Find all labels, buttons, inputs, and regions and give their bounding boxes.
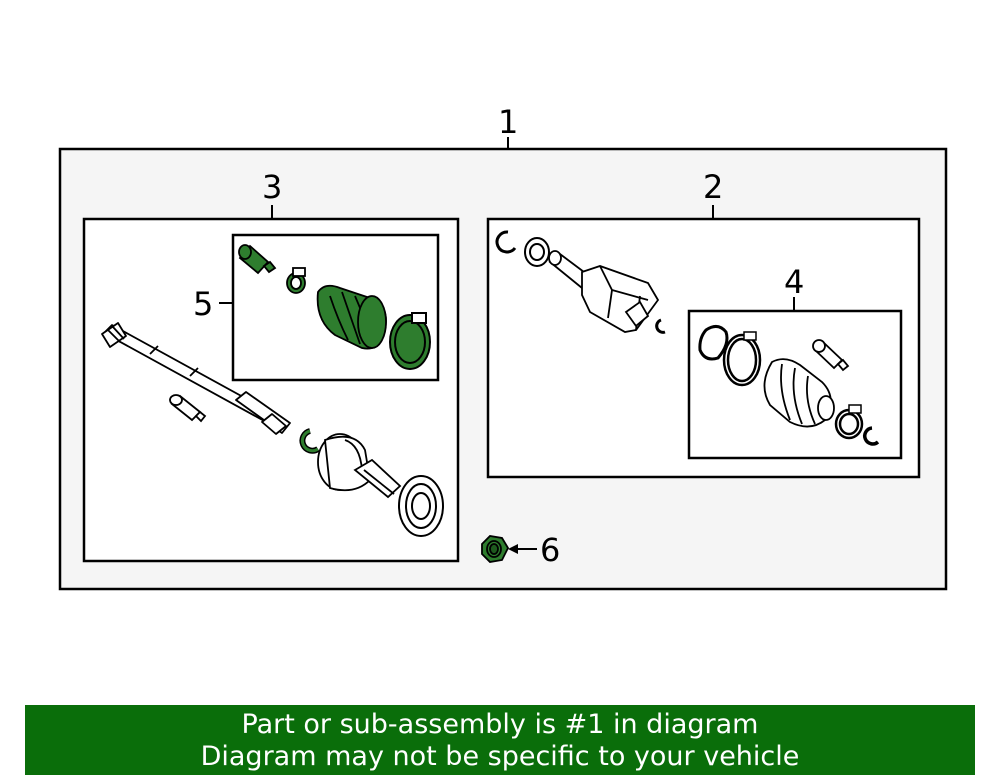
callout-1[interactable]: 1	[498, 103, 518, 141]
inner-seal-ring	[698, 325, 729, 361]
callout-4[interactable]: 4	[784, 263, 804, 301]
outer-boot	[316, 284, 387, 350]
inner-boot	[763, 358, 835, 428]
snap-ring-inner-a	[495, 230, 517, 254]
snap-ring-inner-b	[655, 318, 666, 334]
inner-grease-tube	[812, 339, 850, 372]
inner-boot-clamp-small	[834, 404, 864, 440]
grease-tube	[238, 244, 277, 275]
callout-6-arrow	[508, 544, 537, 554]
callout-3[interactable]: 3	[262, 168, 282, 206]
callout-5[interactable]: 5	[193, 285, 213, 323]
snap-ring-outer	[299, 428, 320, 454]
abs-tone-ring	[398, 475, 444, 537]
shaft-damper-pin	[169, 394, 207, 423]
axle-nut	[481, 535, 510, 563]
parts-diagram: 1 3 5 2 4	[58, 103, 948, 591]
banner-line-1: Part or sub-assembly is #1 in diagram	[241, 709, 759, 740]
inner-snap-ring-small	[863, 426, 880, 446]
info-banner: Part or sub-assembly is #1 in diagram Di…	[25, 705, 975, 775]
banner-line-2: Diagram may not be specific to your vehi…	[200, 741, 800, 772]
outer-cv-joint	[317, 433, 402, 499]
inner-tripod-housing	[548, 250, 660, 333]
boot-clamp-small	[286, 267, 306, 294]
callout-6[interactable]: 6	[540, 531, 560, 569]
callout-2[interactable]: 2	[703, 168, 723, 206]
boot-clamp-large	[389, 312, 431, 370]
inner-boot-clamp-large	[722, 331, 762, 387]
washer-inner	[524, 237, 550, 267]
axle-shaft	[101, 322, 291, 435]
